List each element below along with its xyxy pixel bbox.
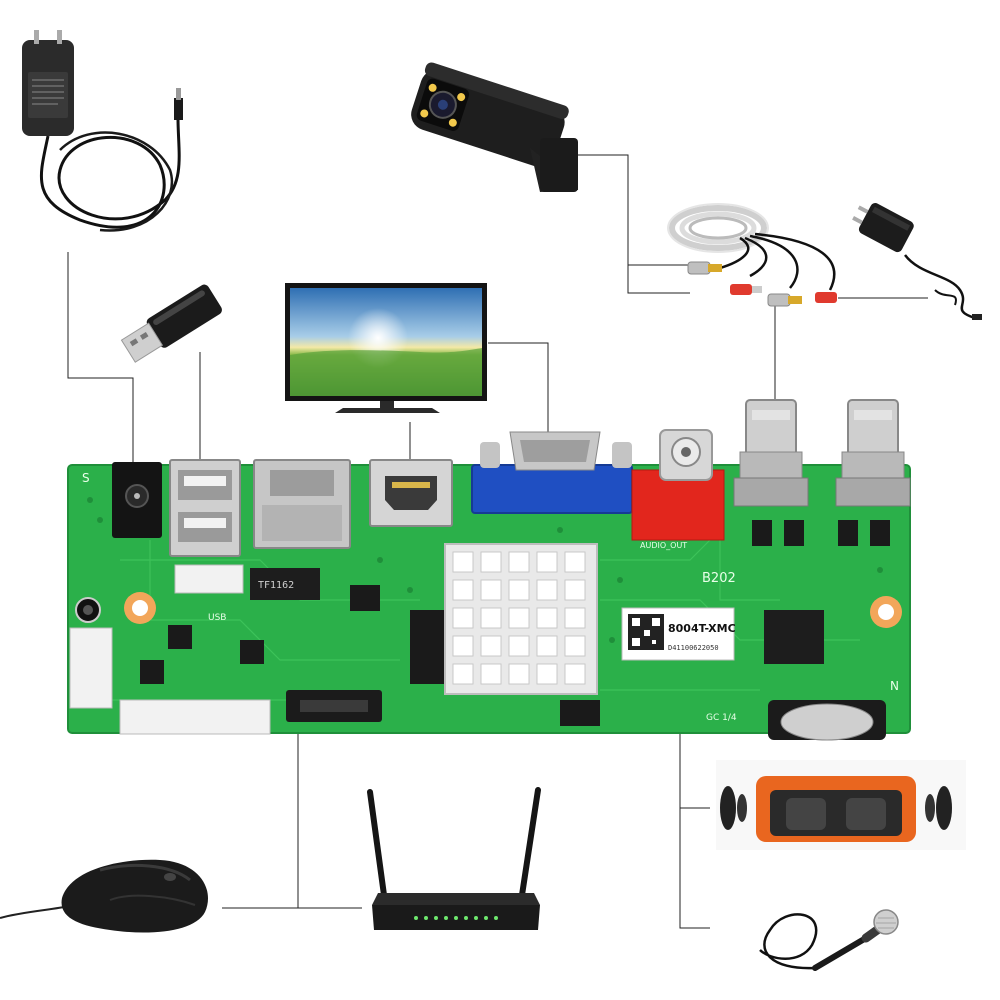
bnc-plug-right: [767, 293, 802, 307]
silk-usb: USB: [208, 613, 226, 623]
silk-revision: B202: [702, 571, 736, 586]
silk-audio-out: AUDIO_OUT: [640, 541, 687, 550]
mounting-hole-right: [870, 596, 902, 628]
dc-power-jack: [112, 462, 162, 538]
bullet-camera-icon: [411, 62, 578, 192]
line-vga-monitor: [488, 342, 549, 440]
silk-s-mark: S: [82, 471, 90, 485]
coax-cable-icon: [667, 203, 837, 307]
microphone-icon: [759, 909, 899, 971]
white-header-connector: [174, 564, 244, 594]
soc-chip: [764, 610, 824, 664]
heatsink: [444, 543, 598, 695]
power-adapter-icon: [22, 30, 183, 232]
coin-battery: [768, 700, 886, 741]
bnc-plug-left: [687, 261, 722, 275]
rca-plug-left: [730, 284, 762, 295]
silk-n-mark: N: [890, 679, 899, 693]
speaker-icon: [716, 760, 966, 850]
line-camera: [578, 154, 690, 294]
lan-port: [253, 459, 351, 549]
sata-connector: [286, 690, 382, 722]
hdmi-port: [369, 459, 453, 527]
network-transformer-chip: TF1162: [250, 568, 320, 600]
rca-audio-port: [631, 429, 725, 541]
vga-port: [471, 431, 633, 514]
rca-plug-right: [815, 292, 837, 303]
small-adapter-icon: [852, 203, 982, 320]
bnc-port-1: [733, 399, 809, 507]
tv-monitor-icon: [285, 283, 487, 413]
line-power-adapter: [67, 252, 134, 462]
chip-label: TF1162: [258, 580, 294, 591]
usb-port: [169, 459, 241, 557]
white-header-side: [69, 627, 113, 709]
white-header-bottom: [119, 699, 271, 735]
router-icon: [367, 787, 541, 930]
usb-drive-icon: [120, 284, 222, 363]
model-label: 8004T-XMC: [668, 622, 736, 635]
serial-label: D41100622050: [668, 644, 719, 652]
silk-gc: GC 1/4: [706, 713, 737, 723]
model-sticker: 8004T-XMC D41100622050: [621, 607, 736, 661]
bnc-port-2: [835, 399, 911, 507]
mounting-hole-left: [124, 592, 156, 624]
dvr-board: TF1162: [67, 399, 911, 741]
mouse-icon: [0, 859, 208, 933]
